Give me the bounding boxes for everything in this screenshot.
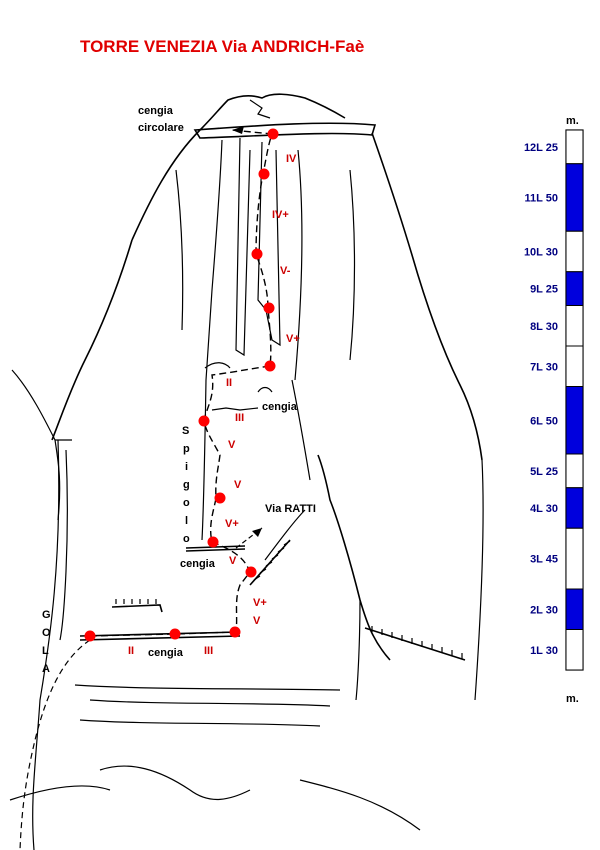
spigolo-letter: o [183, 533, 190, 545]
belay-point [169, 628, 181, 640]
grade-label: V+ [225, 518, 239, 530]
gola-letter: A [42, 663, 50, 675]
grade-label: II [128, 645, 134, 657]
pitch-label: 4L 30 [530, 503, 558, 515]
grade-label: V [234, 479, 242, 491]
gola-letter: O [42, 627, 51, 639]
belay-point [264, 360, 276, 372]
belay-point [245, 566, 257, 578]
scale-segment [565, 345, 584, 387]
pitch-label: 7L 30 [530, 361, 558, 373]
grade-label: V [229, 555, 237, 567]
spigolo-letter: i [185, 461, 188, 473]
scale-segment [565, 588, 584, 630]
scale-segment [565, 386, 584, 455]
pitch-label: 2L 30 [530, 604, 558, 616]
grade-label: III [204, 645, 213, 657]
grade-labels: IV IV+ V- V+ II III V V V+ V V+ V II III [128, 153, 300, 657]
belay-point [258, 168, 270, 180]
place-labels: cengia circolare cengia Via RATTI cengia… [42, 105, 316, 675]
pitch-label: 8L 30 [530, 321, 558, 333]
grade-label: V- [280, 265, 291, 277]
pitch-label: 12L 25 [524, 142, 558, 154]
belay-point [267, 128, 279, 140]
grade-label: V [228, 439, 236, 451]
label-cengia-upper: cengia [262, 401, 298, 413]
gola-letter: L [42, 645, 49, 657]
pitch-label: 10L 30 [524, 247, 558, 259]
spigolo-letter: o [183, 497, 190, 509]
label-cengia-mid: cengia [180, 558, 216, 570]
grade-label: IV+ [272, 209, 289, 221]
scale-segment [565, 163, 584, 232]
label-gola: G O L A [42, 609, 51, 675]
scale-segment [565, 230, 584, 273]
scale-segment [565, 271, 584, 306]
scale-labels: 12L 25 11L 50 10L 30 9L 25 8L 30 7L 30 6L 50 5L… [524, 142, 558, 657]
gola-letter: G [42, 609, 51, 621]
grade-label: V+ [253, 597, 267, 609]
rock-sketch [9, 93, 484, 850]
scale-segment [565, 527, 584, 590]
scale-segments [565, 129, 584, 671]
label-via-ratti: Via RATTI [265, 503, 316, 515]
scale-unit-bottom: m. [566, 693, 579, 705]
belay-point [263, 302, 275, 314]
grade-label: IV [286, 153, 297, 165]
spigolo-letter: g [183, 479, 190, 491]
scale-segment [565, 305, 584, 347]
scale-unit-top: m. [566, 115, 579, 127]
pitch-label: 5L 25 [530, 466, 558, 478]
belay-point [198, 415, 210, 427]
diagram-title: TORRE VENEZIA Via ANDRICH-Faè [80, 37, 364, 56]
belay-point [207, 536, 219, 548]
pitch-label: 1L 30 [530, 645, 558, 657]
pitch-label: 6L 50 [530, 415, 558, 427]
grade-label: II [226, 377, 232, 389]
scale-segment [565, 629, 584, 671]
label-cengia-circolare: circolare [138, 122, 184, 134]
belay-point [84, 630, 96, 642]
pitch-label: 9L 25 [530, 284, 558, 296]
label-cengia-circolare: cengia [138, 105, 174, 117]
belay-points [84, 128, 279, 642]
pitch-label: 11L 50 [525, 193, 558, 205]
grade-label: III [235, 412, 244, 424]
spigolo-letter: l [185, 515, 188, 527]
pitch-scale: m. 12L 25 11L 50 10L 30 9L 25 8L 30 7L 30 6L 5… [524, 115, 584, 705]
scale-segment [565, 129, 584, 165]
label-cengia-low: cengia [148, 647, 184, 659]
spigolo-letter: S [182, 425, 189, 437]
label-spigolo: S p i g o l o [182, 425, 190, 545]
belay-point [251, 248, 263, 260]
grade-label: V [253, 615, 261, 627]
scale-segment [565, 487, 584, 529]
belay-point [229, 626, 241, 638]
spigolo-letter: p [183, 443, 190, 455]
grade-label: V+ [286, 333, 300, 345]
route-line [89, 126, 273, 637]
belay-point [214, 492, 226, 504]
scale-segment [565, 453, 584, 489]
pitch-label: 3L 45 [530, 554, 558, 566]
